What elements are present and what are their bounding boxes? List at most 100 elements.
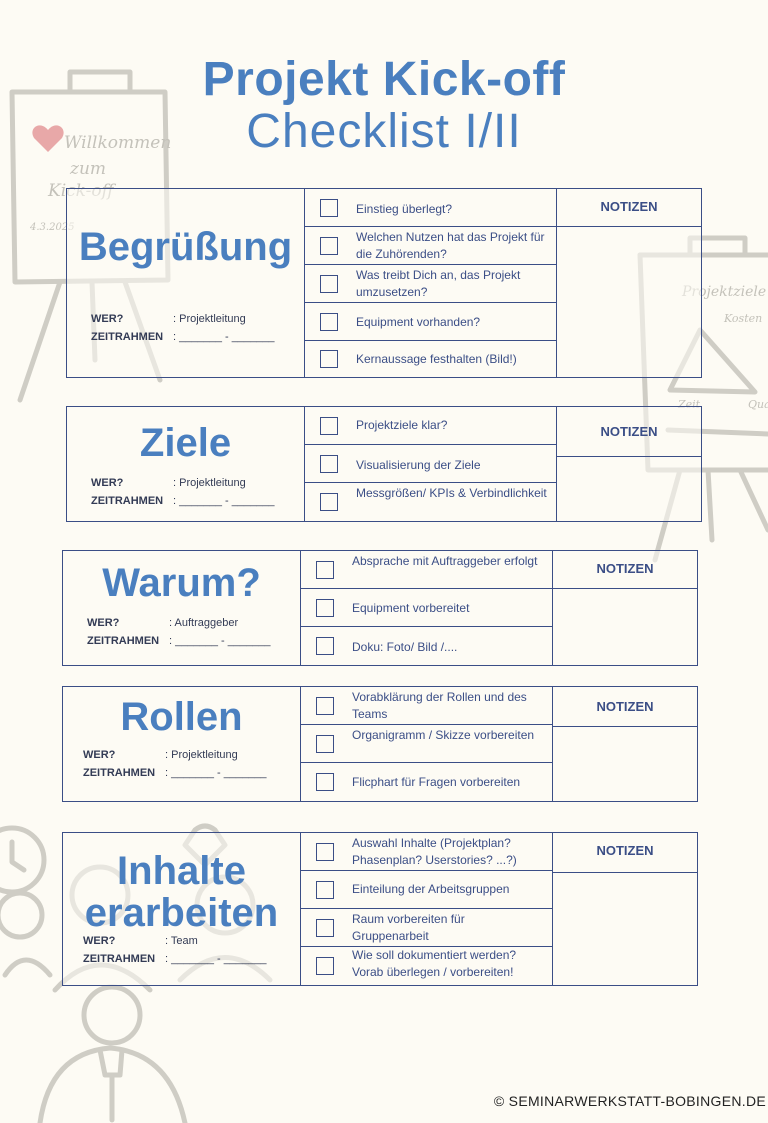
checkbox[interactable] <box>316 561 334 579</box>
checklist-item-text: Einstieg überlegt? <box>356 202 453 216</box>
notes-header: NOTIZEN <box>553 687 697 727</box>
checkbox[interactable] <box>316 957 334 975</box>
checklist-column: Einstieg überlegt? Welchen Nutzen hat da… <box>304 189 557 377</box>
section-meta: WER? : Team ZEITRAHMEN : _______ - _____… <box>83 935 283 969</box>
checklist-item: Organigramm / Skizze vorbereiten <box>300 725 552 763</box>
zeitrahmen-label: ZEITRAHMEN <box>83 767 156 779</box>
checkbox[interactable] <box>316 773 334 791</box>
notes-header: NOTIZEN <box>557 407 701 457</box>
checklist-item-text: Kernaussage festhalten (Bild!) <box>356 352 517 366</box>
section-meta: WER? : Auftraggeber ZEITRAHMEN : _______… <box>87 617 287 651</box>
checklist-item: Vorabklärung der Rollen und des Teams <box>300 687 552 725</box>
checklist-item-text: Equipment vorbereitet <box>352 601 470 615</box>
checklist-item: Projektziele klar? <box>304 407 556 445</box>
wer-value: : Projektleitung <box>173 477 246 489</box>
checklist-item: Welchen Nutzen hat das Projekt für die Z… <box>304 227 556 265</box>
checklist-item-text: Flicphart für Fragen vorbereiten <box>352 775 521 789</box>
checklist-item: Messgrößen/ KPIs & Verbindlichkeit <box>304 483 556 521</box>
section-info: Ziele WER? : Projektleitung ZEITRAHMEN :… <box>67 407 305 521</box>
section-rollen: Rollen WER? : Projektleitung ZEITRAHMEN … <box>62 686 698 802</box>
wer-value: : Projektleitung <box>165 749 238 761</box>
notes-header: NOTIZEN <box>553 833 697 873</box>
wer-label: WER? <box>83 749 116 761</box>
zeitrahmen-value: : _______ - _______ <box>165 953 267 965</box>
section-meta: WER? : Projektleitung ZEITRAHMEN : _____… <box>91 477 291 511</box>
section-meta: WER? : Projektleitung ZEITRAHMEN : _____… <box>83 749 283 783</box>
checklist-item: Equipment vorhanden? <box>304 303 556 341</box>
section-meta: WER? : Projektleitung ZEITRAHMEN : _____… <box>91 313 291 347</box>
checkbox[interactable] <box>320 493 338 511</box>
section-info: Rollen WER? : Projektleitung ZEITRAHMEN … <box>63 687 301 801</box>
checkbox[interactable] <box>320 199 338 217</box>
section-info: Warum? WER? : Auftraggeber ZEITRAHMEN : … <box>63 551 301 665</box>
checkbox[interactable] <box>320 237 338 255</box>
section-title-line1: Inhalte <box>117 849 246 893</box>
wer-value: : Auftraggeber <box>169 617 239 629</box>
section-title: Ziele <box>139 421 232 465</box>
checklist-item: Visualisierung der Ziele <box>304 445 556 483</box>
checkbox[interactable] <box>320 417 338 435</box>
wer-label: WER? <box>91 313 124 325</box>
notes-column: NOTIZEN <box>553 551 697 665</box>
checkbox[interactable] <box>316 919 334 937</box>
section-begruessung: Begrüßung WER? : Projektleitung ZEITRAHM… <box>66 188 702 378</box>
checklist-item: Wie soll dokumentiert werden? Vorab über… <box>300 947 552 985</box>
section-title: Begrüßung <box>78 225 293 269</box>
checklist-item-text: Doku: Foto/ Bild /.... <box>352 640 458 654</box>
notes-column: NOTIZEN <box>557 189 701 377</box>
checklist-item-text: Messgrößen/ KPIs & Verbindlichkeit <box>356 486 547 500</box>
section-title-line2: erarbeiten <box>84 891 279 935</box>
checklist-item: Einteilung der Arbeitsgruppen <box>300 871 552 909</box>
wer-label: WER? <box>91 477 124 489</box>
checklist-column: Projektziele klar? Visualisierung der Zi… <box>304 407 557 521</box>
checklist-item: Kernaussage festhalten (Bild!) <box>304 341 556 377</box>
zeitrahmen-label: ZEITRAHMEN <box>83 953 156 965</box>
wer-value: : Projektleitung <box>173 313 246 325</box>
checklist-item-text: Projektziele klar? <box>356 418 448 432</box>
zeitrahmen-value: : _______ - _______ <box>169 635 271 647</box>
checkbox[interactable] <box>316 637 334 655</box>
checklist-item-text: Welchen Nutzen hat das Projekt für die Z… <box>356 230 545 261</box>
svg-text:Quali: Quali <box>748 398 768 411</box>
checkbox[interactable] <box>316 881 334 899</box>
checklist-item-text: Auswahl Inhalte (Projektplan? Phasenplan… <box>352 836 517 867</box>
notes-column: NOTIZEN <box>557 407 701 521</box>
checklist-item: Was treibt Dich an, das Projekt umzusetz… <box>304 265 556 303</box>
checkbox[interactable] <box>316 843 334 861</box>
checkbox[interactable] <box>316 599 334 617</box>
page-title: Projekt Kick-off <box>202 53 566 106</box>
checkbox[interactable] <box>320 455 338 473</box>
wer-label: WER? <box>87 617 120 629</box>
checkbox[interactable] <box>320 275 338 293</box>
checklist-item-text: Equipment vorhanden? <box>356 315 481 329</box>
checklist-item: Raum vorbereiten für Gruppenarbeit <box>300 909 552 947</box>
checkbox[interactable] <box>316 697 334 715</box>
section-inhalte-erarbeiten: Inhalte erarbeiten WER? : Team ZEITRAHME… <box>62 832 698 986</box>
checklist-column: Vorabklärung der Rollen und des Teams Or… <box>300 687 553 801</box>
page-subtitle: Checklist I/II <box>246 105 522 158</box>
notes-column: NOTIZEN <box>553 833 697 985</box>
notes-column: NOTIZEN <box>553 687 697 801</box>
footer-copyright: © SEMINARWERKSTATT-BOBINGEN.DE <box>493 1093 766 1109</box>
checklist-column: Absprache mit Auftraggeber erfolgt Equip… <box>300 551 553 665</box>
checklist-item: Auswahl Inhalte (Projektplan? Phasenplan… <box>300 833 552 871</box>
section-info: Inhalte erarbeiten WER? : Team ZEITRAHME… <box>63 833 301 985</box>
checkbox[interactable] <box>320 350 338 368</box>
checkbox[interactable] <box>316 735 334 753</box>
checklist-item: Flicphart für Fragen vorbereiten <box>300 763 552 801</box>
checklist-item: Absprache mit Auftraggeber erfolgt <box>300 551 552 589</box>
notes-header: NOTIZEN <box>553 551 697 589</box>
checklist-item-text: Wie soll dokumentiert werden? Vorab über… <box>352 948 517 979</box>
checkbox[interactable] <box>320 313 338 331</box>
section-title: Warum? <box>102 561 261 605</box>
zeitrahmen-value: : _______ - _______ <box>173 331 275 343</box>
section-title: Rollen <box>120 695 243 739</box>
notes-header: NOTIZEN <box>557 189 701 227</box>
section-warum: Warum? WER? : Auftraggeber ZEITRAHMEN : … <box>62 550 698 666</box>
checklist-item-text: Organigramm / Skizze vorbereiten <box>352 728 535 742</box>
svg-text:zum: zum <box>69 159 106 179</box>
svg-text:Kosten: Kosten <box>723 312 762 325</box>
zeitrahmen-value: : _______ - _______ <box>165 767 267 779</box>
checklist-item: Doku: Foto/ Bild /.... <box>300 627 552 665</box>
zeitrahmen-value: : _______ - _______ <box>173 495 275 507</box>
